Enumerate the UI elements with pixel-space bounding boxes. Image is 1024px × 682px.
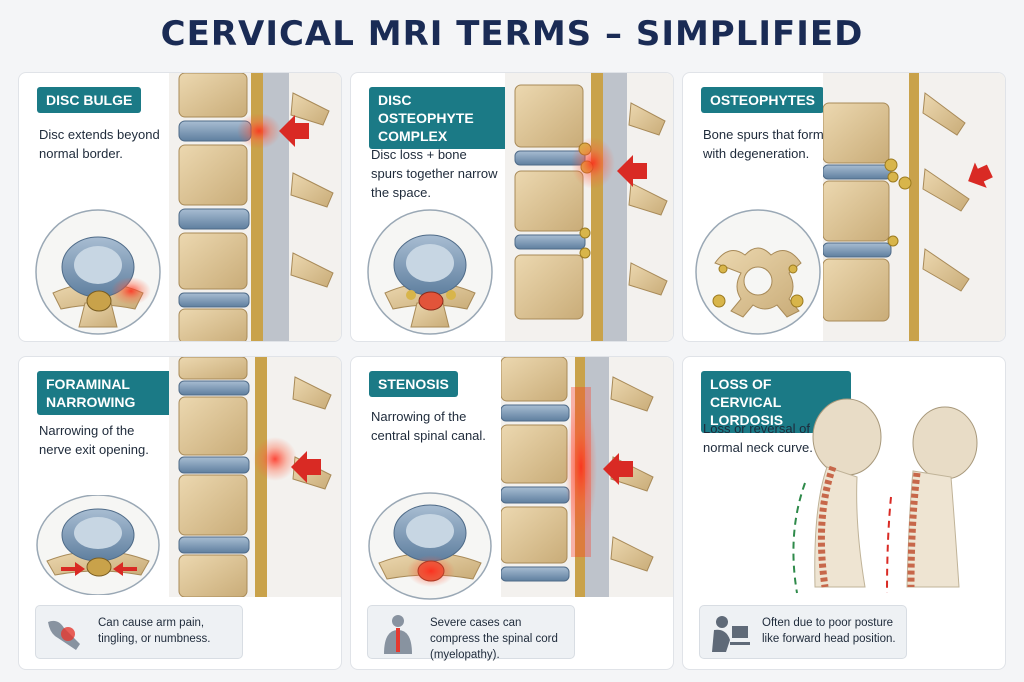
red-arrow-icon	[279, 115, 309, 147]
note-text: Often due to poor posture like forward h…	[762, 617, 896, 645]
forward-head-figure	[886, 406, 978, 594]
arm-pain-icon	[48, 620, 80, 650]
spine-sagittal-illustration	[505, 73, 673, 341]
panel-stenosis: STENOSIS Narrowing of the central spinal…	[350, 356, 674, 670]
note-foraminal-narrowing: Can cause arm pain, tingling, or numbnes…	[35, 605, 243, 659]
note-text: Can cause arm pain, tingling, or numbnes…	[98, 617, 211, 645]
desc-osteophytes: Bone spurs that form with degeneration.	[703, 127, 824, 161]
page-title: CERVICAL MRI TERMS – SIMPLIFIED	[160, 14, 864, 54]
red-arrow-icon	[291, 451, 321, 483]
highlight-glow	[237, 113, 281, 149]
panel-loss-of-cervical-lordosis: LOSS OF CERVICAL LORDOSIS Loss or revers…	[682, 356, 1006, 670]
panel-disc-bulge: DISC BULGE Disc extends beyond normal bo…	[18, 72, 342, 342]
forward-head-posture-icon	[712, 616, 750, 652]
tag-disc-osteophyte-complex: DISC OSTEOPHYTE COMPLEX	[369, 87, 519, 149]
normal-posture-figure	[792, 398, 882, 594]
panel-foraminal-narrowing: FORAMINAL NARROWING Narrowing of the ner…	[18, 356, 342, 670]
spine-sagittal-illustration	[169, 73, 341, 341]
note-stenosis: Severe cases can compress the spinal cor…	[367, 605, 575, 661]
person-spine-icon	[384, 615, 412, 654]
axial-vertebra-illustration	[695, 209, 821, 335]
spine-sagittal-illustration	[169, 357, 341, 597]
red-arrow-icon	[617, 155, 647, 187]
posture-comparison-illustration	[792, 398, 978, 594]
axial-disc-illustration	[368, 492, 492, 600]
tag-osteophytes: OSTEOPHYTES	[701, 87, 825, 113]
note-text: Severe cases can compress the spinal cor…	[430, 617, 558, 661]
tag-disc-bulge: DISC BULGE	[37, 87, 142, 113]
red-arrow-icon	[968, 162, 993, 188]
panel-osteophytes: OSTEOPHYTES Bone spurs that form with de…	[682, 72, 1006, 342]
axial-disc-illustration	[35, 209, 161, 335]
panel-disc-osteophyte-complex: DISC OSTEOPHYTE COMPLEX Disc loss + bone…	[350, 72, 674, 342]
desc-stenosis: Narrowing of the central spinal canal.	[371, 409, 486, 443]
desc-disc-osteophyte-complex: Disc loss + bone spurs together narrow t…	[371, 147, 498, 200]
desc-foraminal-narrowing: Narrowing of the nerve exit opening.	[39, 423, 149, 457]
spine-sagittal-illustration	[823, 73, 1005, 341]
axial-disc-illustration	[367, 209, 493, 335]
tag-stenosis: STENOSIS	[369, 371, 458, 397]
red-arrow-icon	[603, 453, 633, 485]
desc-disc-bulge: Disc extends beyond normal border.	[39, 127, 160, 161]
note-loss-of-cervical-lordosis: Often due to poor posture like forward h…	[699, 605, 907, 659]
axial-disc-illustration	[36, 495, 160, 595]
spine-sagittal-illustration	[501, 357, 673, 597]
desc-loss-of-cervical-lordosis: Loss or reversal of normal neck curve.	[703, 421, 813, 455]
